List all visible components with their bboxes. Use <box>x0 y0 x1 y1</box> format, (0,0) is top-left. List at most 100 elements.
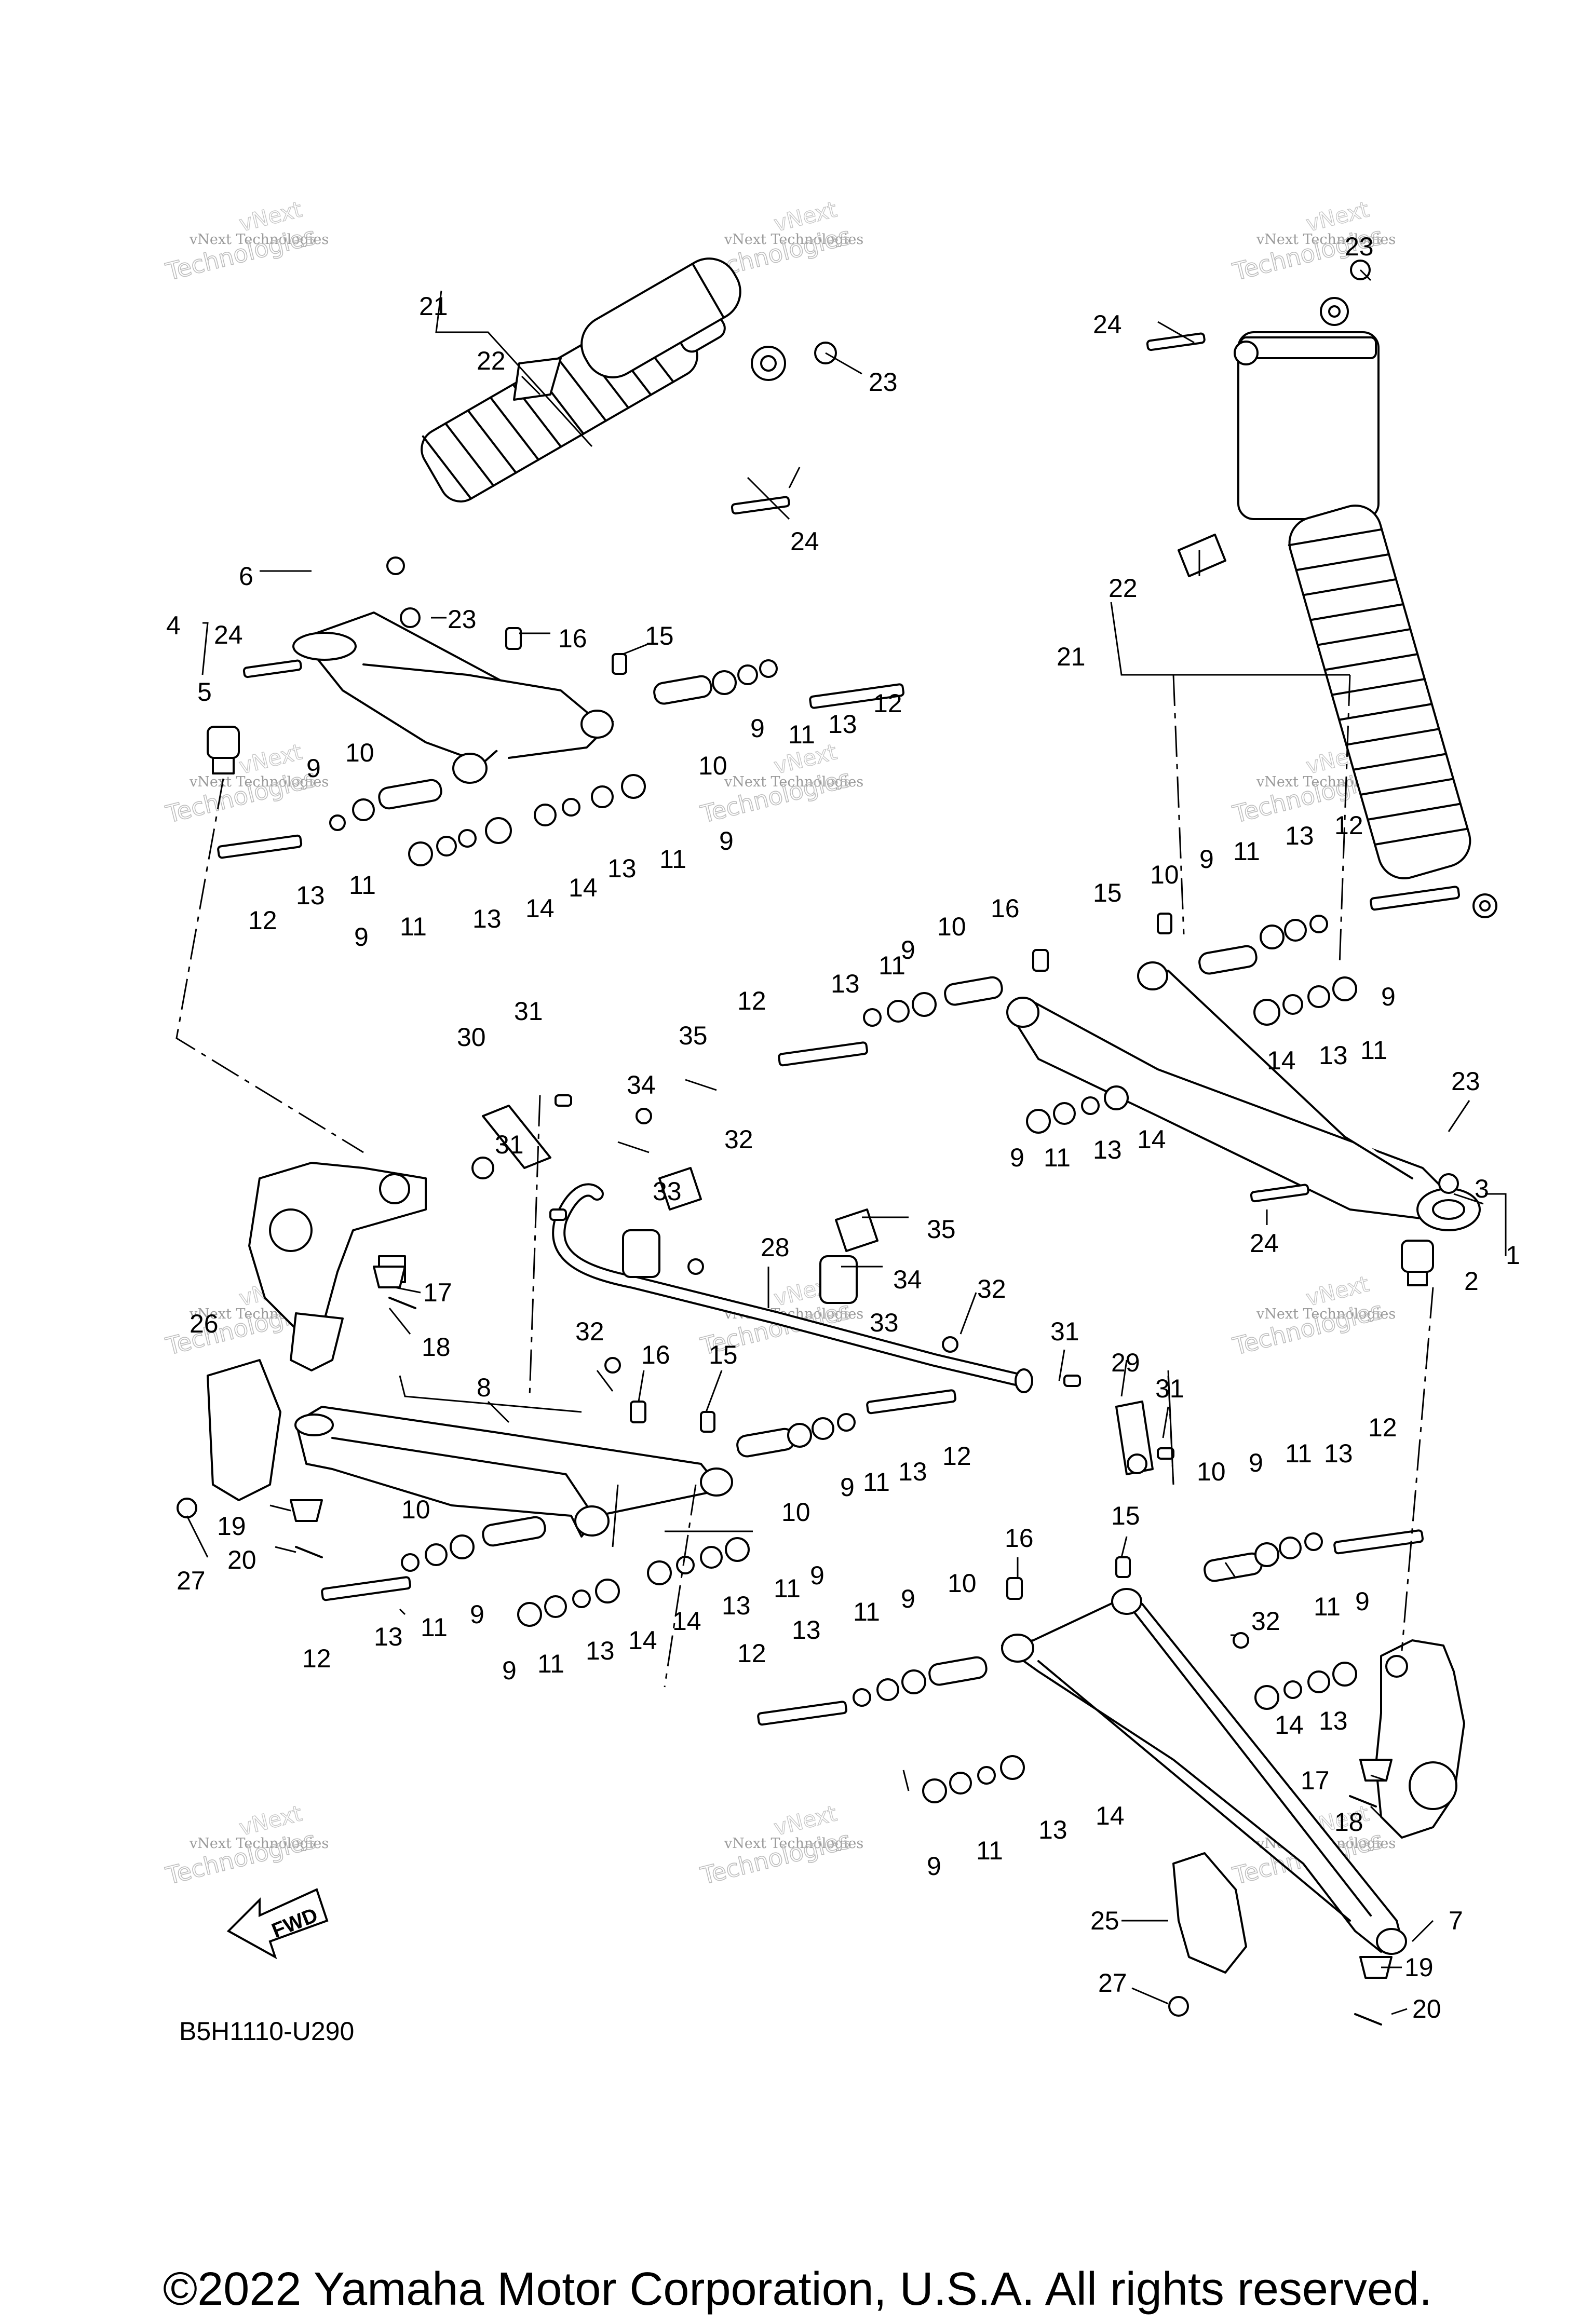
callout-4: 4 <box>166 611 181 640</box>
watermark: vNext Technologies vNext Technologies <box>697 1800 863 1891</box>
watermark: vNext Technologies vNext Technologies <box>163 739 329 829</box>
callout-26: 26 <box>190 1309 219 1338</box>
callout-34: 34 <box>627 1070 656 1099</box>
callout-13: 13 <box>1038 1815 1067 1844</box>
watermark-line1: vNext Technologies <box>189 774 329 790</box>
callout-9: 9 <box>927 1852 941 1881</box>
callout-13: 13 <box>1093 1135 1122 1164</box>
callout-16: 16 <box>641 1340 670 1369</box>
callout-12: 12 <box>942 1442 971 1471</box>
callout-21: 21 <box>1057 642 1086 671</box>
callout-13: 13 <box>472 904 502 933</box>
callout-14: 14 <box>672 1607 701 1636</box>
callout-23: 23 <box>869 368 898 397</box>
callout-32: 32 <box>575 1317 604 1346</box>
watermark: vNext Technologies vNext Technologies <box>163 1800 329 1891</box>
callout-12: 12 <box>873 689 902 718</box>
callout-6: 6 <box>239 562 253 591</box>
ball-joint-2 <box>1401 1240 1434 1286</box>
callout-17: 17 <box>423 1278 452 1307</box>
callout-13: 13 <box>898 1457 927 1486</box>
callout-27: 27 <box>1098 1968 1127 1997</box>
callout-13: 13 <box>374 1622 403 1651</box>
callout-20: 20 <box>227 1545 256 1574</box>
callout-10: 10 <box>948 1569 977 1598</box>
callout-21: 21 <box>419 292 448 321</box>
copyright-notice: ©2022 Yamaha Motor Corporation, U.S.A. A… <box>163 2263 1432 2315</box>
callout-7: 7 <box>1449 1906 1463 1935</box>
watermark-group: vNext Technologies vNext Technologies vN… <box>163 196 1396 1891</box>
callout-17: 17 <box>1301 1766 1330 1795</box>
callout-9: 9 <box>1199 845 1214 874</box>
fwd-arrow-icon: FWD <box>226 1888 329 1960</box>
watermark-line1: vNext Technologies <box>1256 232 1396 248</box>
callout-9: 9 <box>810 1561 824 1590</box>
left-shock-absorber <box>386 257 786 575</box>
left-steering-knuckle <box>248 1162 427 1371</box>
callout-23: 23 <box>448 605 477 634</box>
lower-left-arm <box>294 1406 733 1538</box>
callout-9: 9 <box>470 1600 484 1629</box>
callout-31: 31 <box>514 997 543 1026</box>
watermark: vNext Technologies vNext Technologies <box>1229 1271 1396 1361</box>
callout-14: 14 <box>1275 1710 1304 1739</box>
callout-12: 12 <box>1334 811 1363 840</box>
callout-15: 15 <box>709 1340 738 1369</box>
callout-9: 9 <box>502 1656 517 1685</box>
callout-10: 10 <box>937 912 966 941</box>
callout-13: 13 <box>1324 1439 1353 1468</box>
callout-9: 9 <box>1381 982 1396 1011</box>
callout-11: 11 <box>400 912 427 941</box>
stabilizer-holders <box>622 1167 878 1304</box>
callout-9: 9 <box>750 714 765 743</box>
callout-10: 10 <box>401 1495 430 1524</box>
callout-3: 3 <box>1475 1174 1489 1203</box>
callout-12: 12 <box>248 906 277 935</box>
callout-30: 30 <box>457 1023 486 1052</box>
callout-13: 13 <box>831 969 860 998</box>
callout-12: 12 <box>1368 1413 1397 1442</box>
callout-35: 35 <box>927 1215 956 1244</box>
callout-18: 18 <box>422 1333 451 1362</box>
callout-10: 10 <box>1197 1457 1226 1486</box>
callout-13: 13 <box>296 881 325 910</box>
callout-33: 33 <box>653 1177 682 1206</box>
callout-11: 11 <box>659 845 686 874</box>
watermark-line1: vNext Technologies <box>189 232 329 248</box>
callout-14: 14 <box>569 873 598 902</box>
callout-8: 8 <box>477 1373 491 1402</box>
callout-11: 11 <box>349 871 376 900</box>
callout-12: 12 <box>737 986 766 1015</box>
callout-31: 31 <box>1155 1374 1184 1403</box>
callout-9: 9 <box>354 922 369 952</box>
callout-13: 13 <box>828 710 857 739</box>
watermark-line1: vNext Technologies <box>724 774 863 790</box>
callout-11: 11 <box>788 720 815 749</box>
alignment-lines <box>175 467 1485 1688</box>
callout-11: 11 <box>1285 1439 1312 1468</box>
callout-9: 9 <box>1010 1143 1024 1172</box>
callout-11: 11 <box>863 1467 890 1497</box>
callout-31: 31 <box>1050 1317 1079 1346</box>
part-code: B5H1110-U290 <box>179 2017 354 2046</box>
callout-33: 33 <box>870 1308 899 1337</box>
callout-16: 16 <box>1005 1524 1034 1553</box>
callout-9: 9 <box>719 826 734 855</box>
callout-32: 32 <box>724 1125 753 1154</box>
callout-10: 10 <box>781 1498 810 1527</box>
watermark-line1: vNext Technologies <box>1256 1306 1396 1322</box>
callout-13: 13 <box>1319 1041 1348 1070</box>
stabilizer-links <box>471 1105 1154 1475</box>
callout-9: 9 <box>840 1473 855 1502</box>
callout-14: 14 <box>525 894 555 923</box>
callout-13: 13 <box>586 1636 615 1665</box>
callouts: 21 22 23 24 6 4 23 24 16 15 5 10 9 9 11 … <box>166 232 1520 2023</box>
right-steering-knuckle <box>1375 1639 1465 1839</box>
callout-13: 13 <box>1285 821 1314 850</box>
callout-24: 24 <box>1250 1229 1279 1258</box>
ball-joint-5 <box>207 726 240 774</box>
callout-35: 35 <box>679 1021 708 1050</box>
watermark: vNext Technologies vNext Technologies <box>163 196 329 287</box>
collars-bushings-washers <box>329 659 1357 1803</box>
callout-12: 12 <box>302 1644 331 1673</box>
